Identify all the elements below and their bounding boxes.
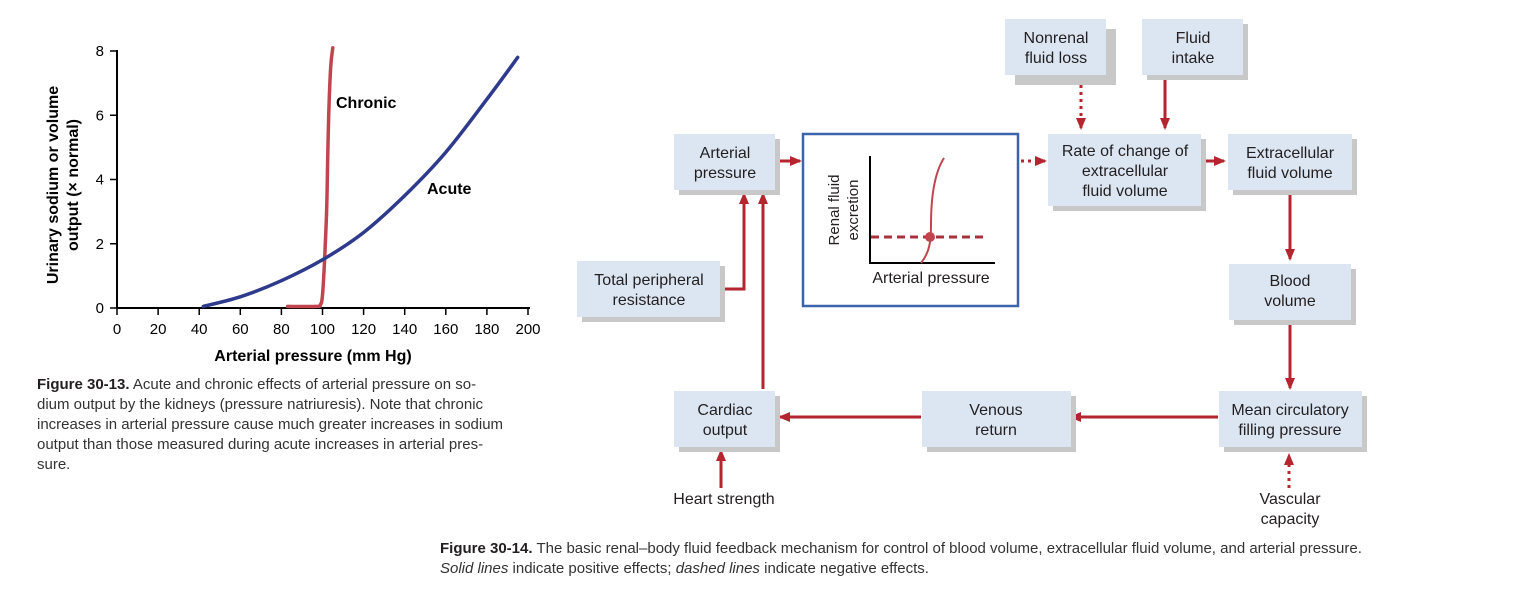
- label-vascular-line1: Vascular: [1259, 491, 1321, 508]
- diagram-30-14: Nonrenal fluid loss Fluid intake Arteria…: [577, 19, 1367, 528]
- box-venous-line2: return: [975, 422, 1017, 439]
- y-tick-label: 0: [96, 300, 104, 317]
- box-ecf-line1: Extracellular: [1246, 145, 1335, 162]
- x-tick-label: 120: [351, 321, 376, 338]
- box-intake-line2: intake: [1172, 50, 1215, 67]
- box-intake-line1: Fluid: [1176, 30, 1211, 47]
- caption-end: indicate negative effects.: [759, 560, 929, 577]
- box-blood-volume: Blood volume: [1229, 264, 1356, 325]
- label-vascular-line2: capacity: [1261, 511, 1320, 528]
- inset-curve: [920, 157, 945, 264]
- x-tick-label: 180: [474, 321, 499, 338]
- caption-30-13-text-5: sure.: [37, 456, 71, 473]
- box-tpr-line1: Total peripheral: [594, 272, 703, 289]
- chart-30-13: 0 20 40 60 80 100 120 140 160 180 200 0 2 4 6 8 Chronic…: [45, 43, 541, 365]
- box-nonrenal-fluid-loss: Nonrenal fluid loss: [1005, 19, 1116, 85]
- box-blood-line1: Blood: [1270, 273, 1311, 290]
- box-cardiac-output: Cardiac output: [674, 391, 780, 452]
- box-cardiac-line2: output: [703, 422, 748, 439]
- caption-mid: indicate positive effects;: [508, 560, 676, 577]
- caption-dashed-lines: dashed lines: [675, 560, 760, 577]
- box-venous-line1: Venous: [969, 402, 1022, 419]
- caption-30-14-label: Figure 30-14.: [440, 540, 533, 557]
- box-rate-line1: Rate of change of: [1062, 143, 1189, 160]
- inset-ylabel-line2: excretion: [845, 180, 862, 241]
- caption-30-13-text-3: increases in arterial pressure cause muc…: [37, 416, 504, 433]
- x-tick-label: 200: [515, 321, 540, 338]
- caption-30-13-text-4: output than those measured during acute …: [37, 436, 484, 453]
- box-rate-line3: fluid volume: [1082, 183, 1167, 200]
- caption-30-13-text-2: dium output by the kidneys (pressure nat…: [37, 396, 484, 413]
- caption-30-13-text-1: Acute and chronic effects of arterial pr…: [132, 376, 477, 393]
- chart-tick-group: 0 20 40 60 80 100 120 140 160 180 200 0 2 4 6 8: [96, 43, 541, 338]
- box-mcfp-line2: filling pressure: [1238, 422, 1341, 439]
- box-nonrenal-line1: Nonrenal: [1024, 30, 1089, 47]
- inset-xlabel: Arterial pressure: [872, 270, 989, 287]
- series-acute-label: Acute: [427, 181, 472, 198]
- x-tick-label: 160: [433, 321, 458, 338]
- box-rate-line2: extracellular: [1082, 163, 1169, 180]
- x-tick-label: 20: [150, 321, 167, 338]
- x-tick-label: 100: [310, 321, 335, 338]
- y-tick-label: 8: [96, 43, 104, 60]
- x-tick-label: 80: [273, 321, 290, 338]
- box-total-peripheral-resistance: Total peripheral resistance: [577, 261, 725, 322]
- x-tick-label: 140: [392, 321, 417, 338]
- series-chronic-line: [285, 46, 335, 309]
- caption-solid-lines: Solid lines: [440, 560, 509, 577]
- box-mean-circulatory-filling-pressure: Mean circulatory filling pressure: [1219, 391, 1367, 452]
- x-axis-title: Arterial pressure (mm Hg): [214, 348, 411, 365]
- caption-30-14-line1: Figure 30-14. The basic renal–body fluid…: [440, 539, 1515, 559]
- x-tick-label: 0: [113, 321, 121, 338]
- caption-30-13-label: Figure 30-13.: [37, 376, 130, 393]
- box-ecf-line2: fluid volume: [1247, 165, 1332, 182]
- box-arterial-line2: pressure: [694, 165, 756, 182]
- y-axis-title-line2: output (× normal): [65, 119, 82, 251]
- x-tick-label: 40: [191, 321, 208, 338]
- inset-renal-graph: Renal fluid excretion Arterial pressure: [801, 132, 1020, 308]
- box-fluid-intake: Fluid intake: [1142, 19, 1248, 80]
- box-mcfp-line1: Mean circulatory: [1231, 402, 1348, 419]
- arrows: [716, 78, 1295, 488]
- box-cardiac-line1: Cardiac: [697, 402, 752, 419]
- label-heart-strength: Heart strength: [673, 491, 774, 508]
- box-blood-line2: volume: [1264, 293, 1316, 310]
- y-tick-label: 6: [96, 107, 104, 124]
- x-tick-label: 60: [232, 321, 249, 338]
- y-tick-label: 4: [96, 172, 104, 189]
- caption-30-14: Figure 30-14. The basic renal–body fluid…: [440, 539, 1515, 579]
- box-arterial-line1: Arterial: [700, 145, 751, 162]
- box-nonrenal-line2: fluid loss: [1025, 50, 1087, 67]
- series-chronic-label: Chronic: [336, 95, 397, 112]
- box-venous-return: Venous return: [922, 391, 1076, 452]
- y-tick-label: 2: [96, 236, 104, 253]
- y-axis-title-line1: Urinary sodium or volume: [45, 86, 62, 284]
- caption-30-13: Figure 30-13. Acute and chronic effects …: [37, 375, 557, 475]
- caption-30-14-line2: Solid lines indicate positive effects; d…: [440, 559, 1515, 579]
- inset-equilibrium-point: [925, 232, 935, 242]
- caption-30-13-line: Figure 30-13. Acute and chronic effects …: [37, 375, 557, 395]
- inset-ylabel-line1: Renal fluid: [826, 175, 843, 246]
- box-rate-of-change: Rate of change of extracellular fluid vo…: [1048, 134, 1206, 211]
- caption-30-14-text-1: The basic renal–body fluid feedback mech…: [536, 540, 1362, 557]
- box-arterial-pressure: Arterial pressure: [674, 134, 780, 195]
- box-extracellular-fluid-volume: Extracellular fluid volume: [1228, 134, 1357, 195]
- box-tpr-line2: resistance: [613, 292, 686, 309]
- arrow-tpr-to-arterial: [720, 192, 749, 291]
- series-acute-line: [201, 55, 520, 309]
